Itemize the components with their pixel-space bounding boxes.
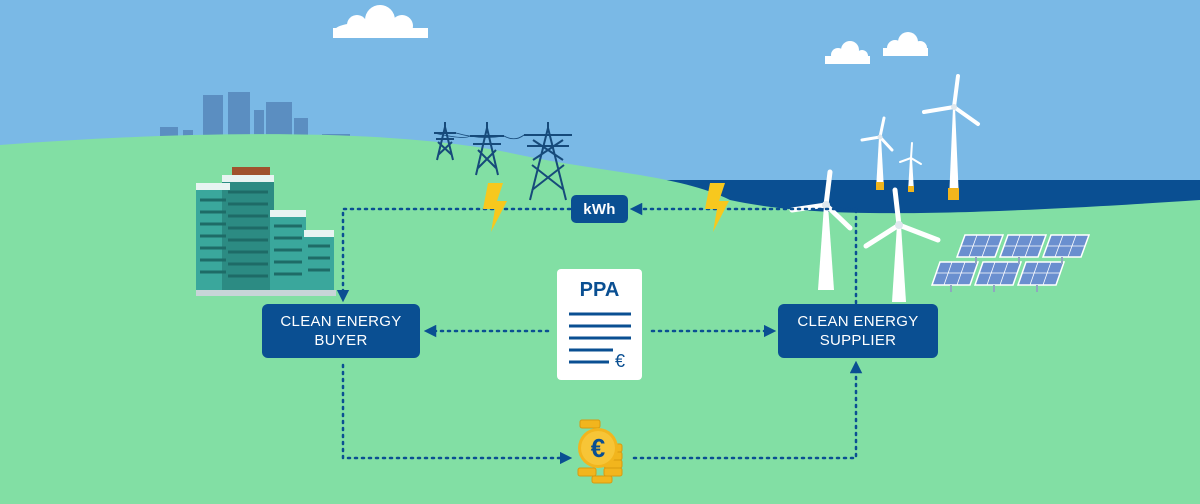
cloud bbox=[825, 41, 870, 64]
pylon-icon bbox=[524, 122, 572, 201]
wind-turbine-icon bbox=[863, 187, 941, 302]
buyer-label-line1: CLEAN ENERGY bbox=[280, 313, 402, 330]
supplier-label-line2: SUPPLIER bbox=[819, 332, 897, 349]
clean-energy-supplier-box: CLEAN ENERGY SUPPLIER bbox=[778, 304, 938, 358]
payment-arrow-to-supplier bbox=[632, 360, 863, 460]
power-lines bbox=[433, 132, 525, 140]
energy-arrow-to-buyer bbox=[336, 207, 572, 303]
document-lines bbox=[569, 312, 631, 364]
euro-coins-icon: € bbox=[577, 419, 623, 484]
supplier-label-line1: CLEAN ENERGY bbox=[797, 313, 919, 330]
office-buildings bbox=[196, 167, 336, 296]
buyer-label-line2: BUYER bbox=[314, 332, 368, 349]
payment-arrow-to-coins bbox=[341, 363, 573, 465]
lightning-icon bbox=[705, 183, 729, 232]
ppa-document: PPA € bbox=[557, 269, 642, 380]
cloud bbox=[883, 32, 928, 56]
euro-symbol: € bbox=[591, 433, 605, 463]
wind-turbine-icon bbox=[922, 74, 980, 200]
cloud bbox=[333, 5, 428, 38]
clean-energy-buyer-box: CLEAN ENERGY BUYER bbox=[262, 304, 420, 358]
solar-panels-icon bbox=[930, 234, 1091, 292]
pylon-icon bbox=[470, 122, 504, 176]
wind-turbine-icon bbox=[860, 116, 894, 190]
ppa-euro-symbol: € bbox=[615, 351, 626, 371]
kwh-meter: kWh bbox=[571, 195, 628, 223]
ppa-title: PPA bbox=[579, 279, 620, 301]
lightning-icon bbox=[483, 183, 507, 232]
pylon-icon bbox=[434, 122, 456, 161]
wind-turbine-icon bbox=[899, 142, 922, 192]
